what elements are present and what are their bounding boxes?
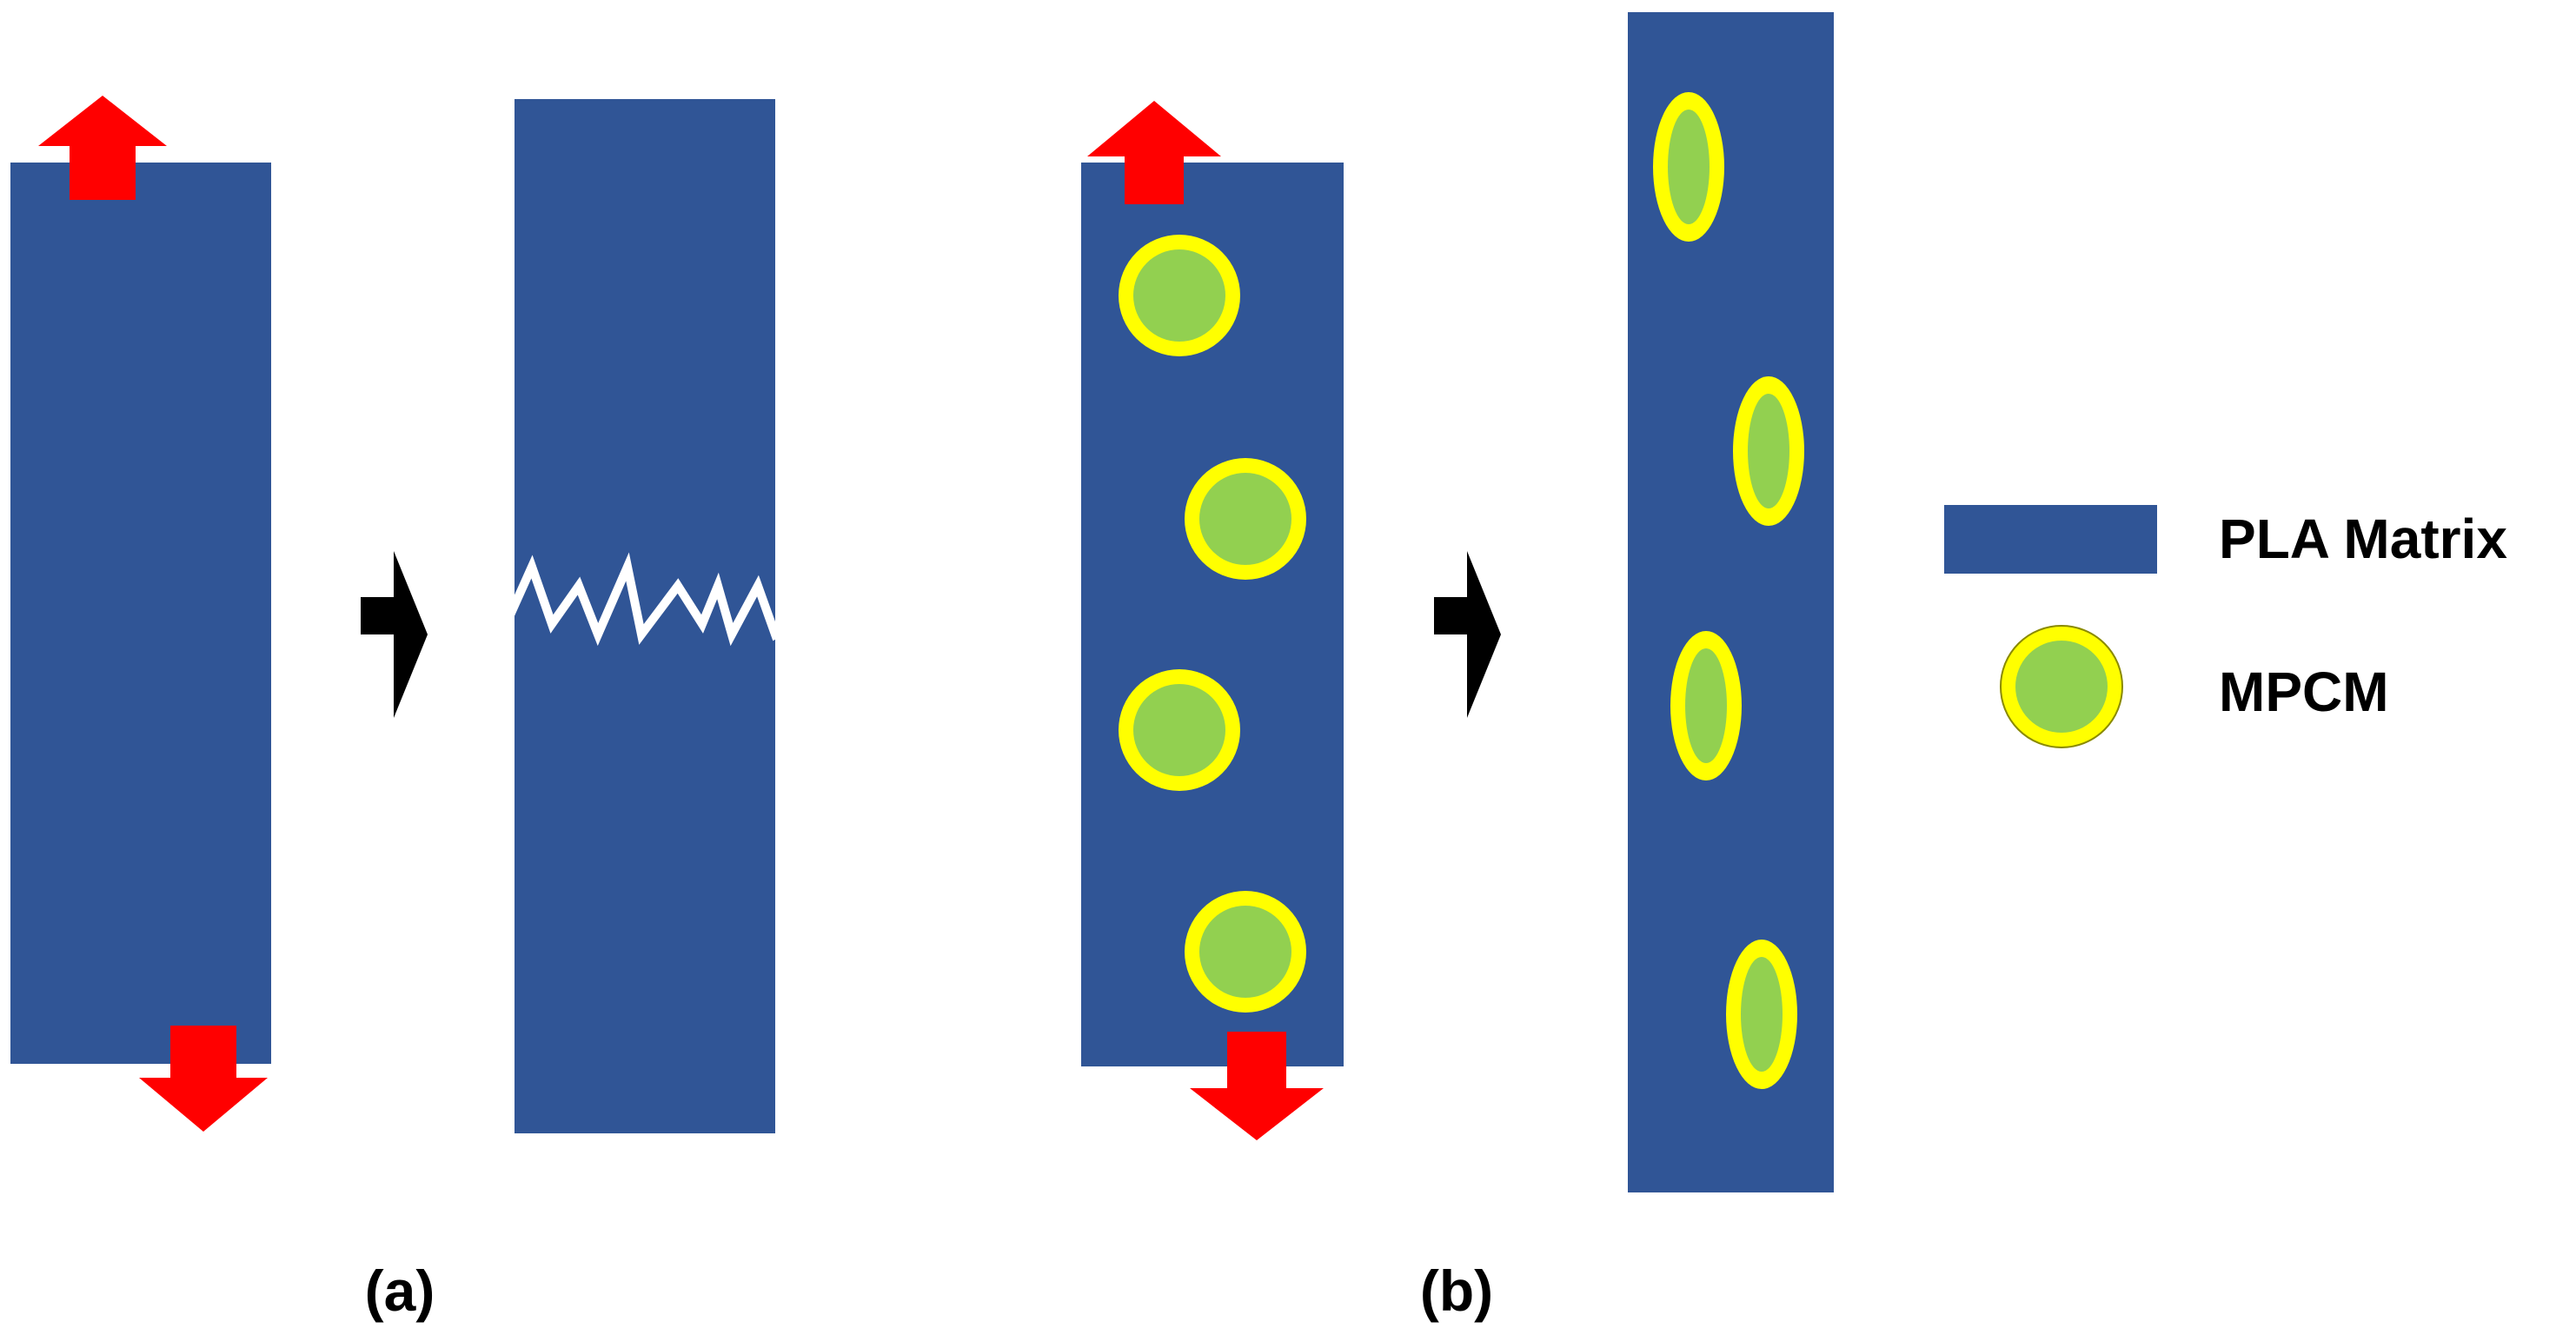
tension-arrow-down-icon [139,1026,268,1132]
mpcm-particle [1119,235,1240,356]
panel-label-a: (a) [365,1259,435,1323]
mpcm-particle [1185,458,1306,580]
panel-label-b: (b) [1420,1259,1493,1323]
mpcm-particle [1185,891,1306,1013]
legend-matrix-label: PLA Matrix [2219,508,2507,570]
tension-arrow-up-icon [1087,101,1221,204]
process-arrow-b-icon [1434,551,1501,718]
legend-matrix-swatch [1944,505,2157,574]
mpcm-particle-elongated [1670,631,1742,780]
panel-b [1081,12,1834,1192]
legend: PLA Matrix MPCM [1944,505,2507,748]
legend-mpcm-label: MPCM [2219,661,2389,723]
mpcm-particle-elongated [1733,376,1804,526]
mpcm-particle-elongated [1653,92,1724,242]
mpcm-particle [1119,669,1240,791]
crack-icon [497,552,797,647]
tension-arrow-up-icon [38,96,167,200]
panel-a [10,96,797,1133]
pla-bar-initial [10,163,271,1064]
legend-mpcm-swatch-icon [2000,625,2123,748]
process-arrow-a-icon [361,551,428,718]
tension-arrow-down-icon [1190,1032,1324,1140]
mpcm-particle-elongated [1726,940,1797,1089]
